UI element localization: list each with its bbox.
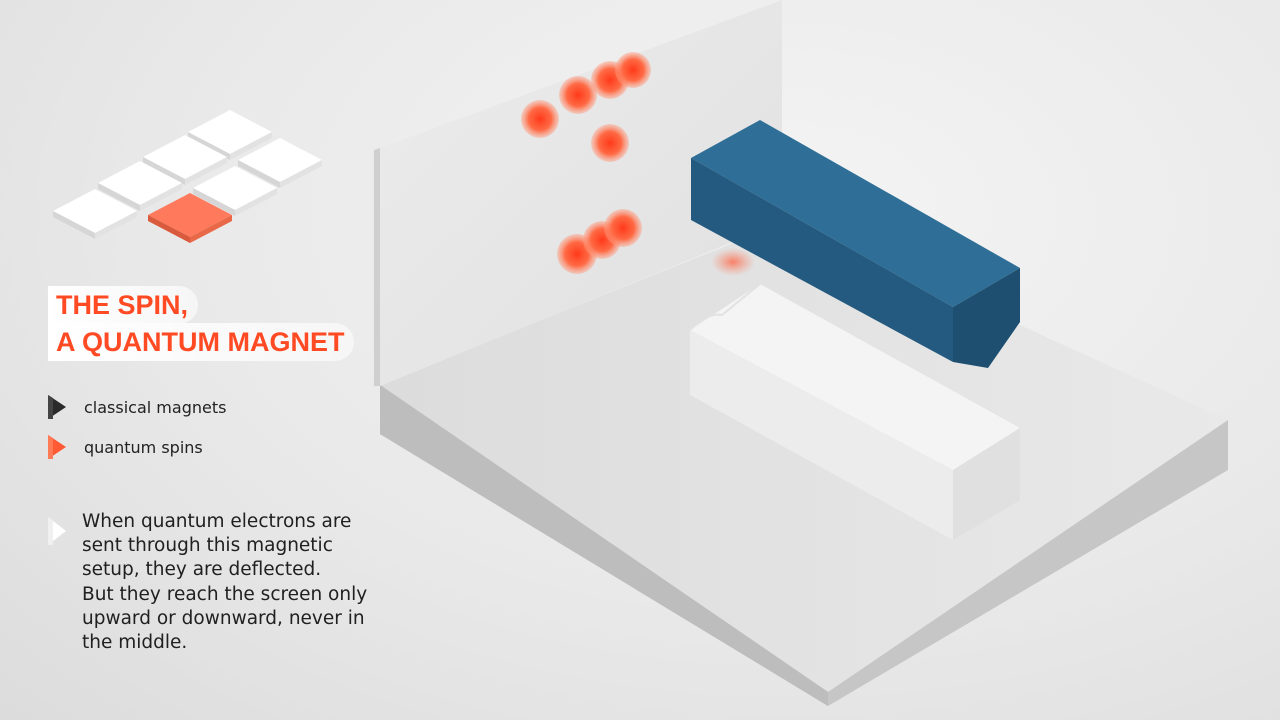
description-line: When quantum electrons are [82,511,352,532]
legend-label-quantum: quantum spins [84,437,203,457]
highlighted-tile [148,193,232,243]
legend-item-classical: classical magnets [44,392,226,422]
dark-arrow-icon [48,395,66,419]
title-line-1: THE SPIN, [48,286,199,324]
lower-spin-cluster [557,209,642,274]
tile-grid [53,110,322,243]
description-line: sent through this magnetic [82,535,333,557]
lower-magnet [689,283,1020,540]
upper-magnet [691,120,1020,368]
description-text: When quantum electrons are sent through … [82,510,402,655]
electron-beam-glow [711,248,755,276]
description-line: setup, they are deflected. [82,559,322,581]
description-line: But they reach the screen only [82,583,368,605]
legend-label-classical: classical magnets [84,397,227,417]
description-line: the middle. [82,632,188,654]
title-line-2: A QUANTUM MAGNET [48,323,355,361]
detector-screen [374,0,782,386]
upper-spin-cluster [521,52,651,162]
orange-arrow-icon [48,435,66,459]
description-line: upward or downward, never in [82,607,365,629]
legend-item-quantum: quantum spins [44,432,203,462]
white-arrow-icon [48,517,66,545]
